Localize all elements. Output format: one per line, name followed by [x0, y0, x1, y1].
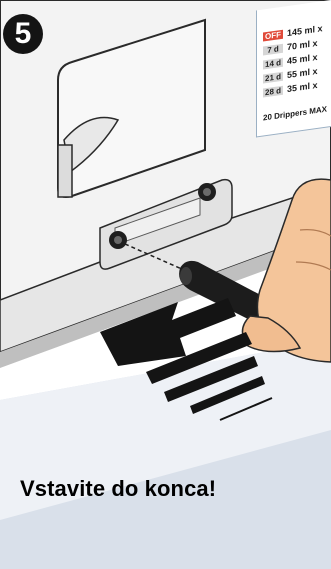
dose-table: OFF 145 ml x 7 d 70 ml x 14 d 45 ml x 21 d 5…: [256, 0, 331, 138]
dose-amount: 55 ml x: [287, 66, 318, 80]
dose-footer: 20 Drippers MAX: [263, 105, 327, 123]
dose-amount: 70 ml x: [287, 38, 318, 52]
dose-period: 21 d: [263, 72, 283, 84]
dose-amount: 145 ml x: [287, 23, 323, 38]
dose-period: 14 d: [263, 58, 283, 70]
step-number-badge: 5: [3, 14, 43, 54]
tube-end: [180, 267, 192, 285]
port-right-inner: [203, 188, 211, 196]
panel-hinge: [58, 145, 72, 197]
dose-period: 7 d: [263, 44, 283, 56]
dose-period: OFF: [263, 30, 283, 42]
port-left-inner: [114, 236, 122, 244]
dose-amount: 45 ml x: [287, 52, 318, 66]
dose-row: 28 d 35 ml x: [263, 80, 318, 98]
dose-period: 28 d: [263, 86, 283, 98]
instruction-caption: Vstavite do konca!: [20, 476, 216, 502]
dose-amount: 35 ml x: [287, 80, 318, 94]
